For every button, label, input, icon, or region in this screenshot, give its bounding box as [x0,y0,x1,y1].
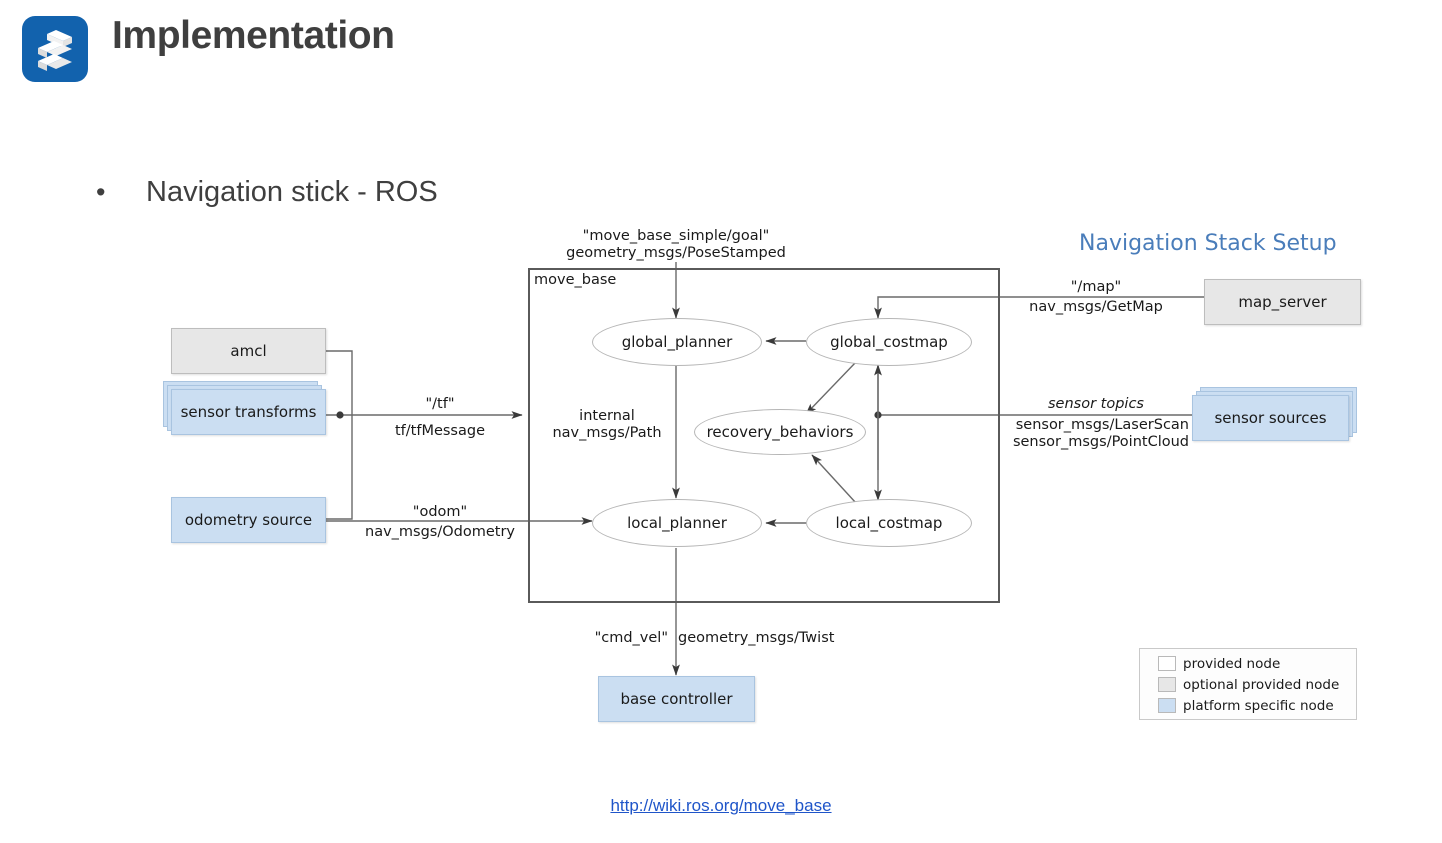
bullet-marker-icon: • [96,177,106,207]
legend-label-platform-specific-node: platform specific node [1183,697,1334,714]
node-odometry-source-label: odometry source [184,511,313,529]
move-base-label: move_base [534,272,617,288]
node-map-server-label: map_server [1238,293,1327,311]
edge-label-sensor-topics: sensor topics [1048,396,1144,412]
bullet-row: • Navigation stick - ROS [96,176,438,209]
legend-swatch-platform-icon [1158,698,1176,713]
edge-label-odom-topic: "odom" [412,504,468,520]
edge-label-map-topic: "/map" [1070,279,1122,295]
edge-label-internal: internal [579,408,635,424]
legend-swatch-provided-icon [1158,656,1176,671]
node-local-costmap[interactable]: local_costmap [806,499,972,547]
node-sensor-sources[interactable]: sensor sources [1192,395,1349,441]
node-sensor-transforms-label: sensor transforms [180,403,317,421]
node-global-costmap-label: global_costmap [830,333,948,351]
node-sensor-sources-label: sensor sources [1214,409,1327,427]
bullet-text: Navigation stick - ROS [146,176,438,208]
source-link-wrapper: http://wiki.ros.org/move_base [0,796,1442,816]
legend-label-optional-provided-node: optional provided node [1183,676,1340,693]
node-local-planner-label: local_planner [627,514,727,532]
legend-label-provided-node: provided node [1183,655,1281,672]
node-sensor-transforms[interactable]: sensor transforms [171,389,326,435]
node-map-server[interactable]: map_server [1204,279,1361,325]
edge-label-cmd-vel-topic: "cmd_vel" [594,630,668,646]
node-amcl-label: amcl [230,342,267,360]
diagram-legend: provided node optional provided node pla… [1139,648,1357,720]
edge-label-cmd-vel-type: geometry_msgs/Twist [678,630,835,646]
node-local-costmap-label: local_costmap [835,514,943,532]
edge-label-tf-topic: "/tf" [425,396,455,412]
page-title: Implementation [112,14,395,57]
move-base-container [528,268,1000,603]
edge-label-goal-topic: "move_base_simple/goal" [582,228,770,244]
legend-swatch-optional-icon [1158,677,1176,692]
edge-label-internal-type: nav_msgs/Path [552,425,662,441]
node-recovery-behaviors[interactable]: recovery_behaviors [694,409,866,455]
node-global-planner-label: global_planner [621,333,733,351]
node-odometry-source[interactable]: odometry source [171,497,326,543]
node-recovery-behaviors-label: recovery_behaviors [706,423,854,441]
edge-label-tf-type: tf/tfMessage [394,423,486,439]
edge-label-goal-type: geometry_msgs/PoseStamped [566,245,786,261]
diagram-title: Navigation Stack Setup [1079,231,1337,256]
slide-header: Implementation [0,0,1442,100]
edge-label-odom-type: nav_msgs/Odometry [365,524,515,540]
legend-item-optional-provided-node: optional provided node [1158,674,1356,695]
legend-item-provided-node: provided node [1158,653,1356,674]
stacked-s-logo-icon [22,16,88,82]
node-global-costmap[interactable]: global_costmap [806,318,972,366]
node-base-controller-label: base controller [620,690,733,708]
node-global-planner[interactable]: global_planner [592,318,762,366]
node-local-planner[interactable]: local_planner [592,499,762,547]
edge-label-sensor-type-pointcloud: sensor_msgs/PointCloud [1012,434,1189,450]
node-base-controller[interactable]: base controller [598,676,755,722]
legend-item-platform-specific-node: platform specific node [1158,695,1356,716]
source-link[interactable]: http://wiki.ros.org/move_base [610,796,832,815]
edge-label-sensor-type-laserscan: sensor_msgs/LaserScan [1015,417,1189,433]
node-amcl[interactable]: amcl [171,328,326,374]
edge-label-map-type: nav_msgs/GetMap [1029,299,1163,315]
